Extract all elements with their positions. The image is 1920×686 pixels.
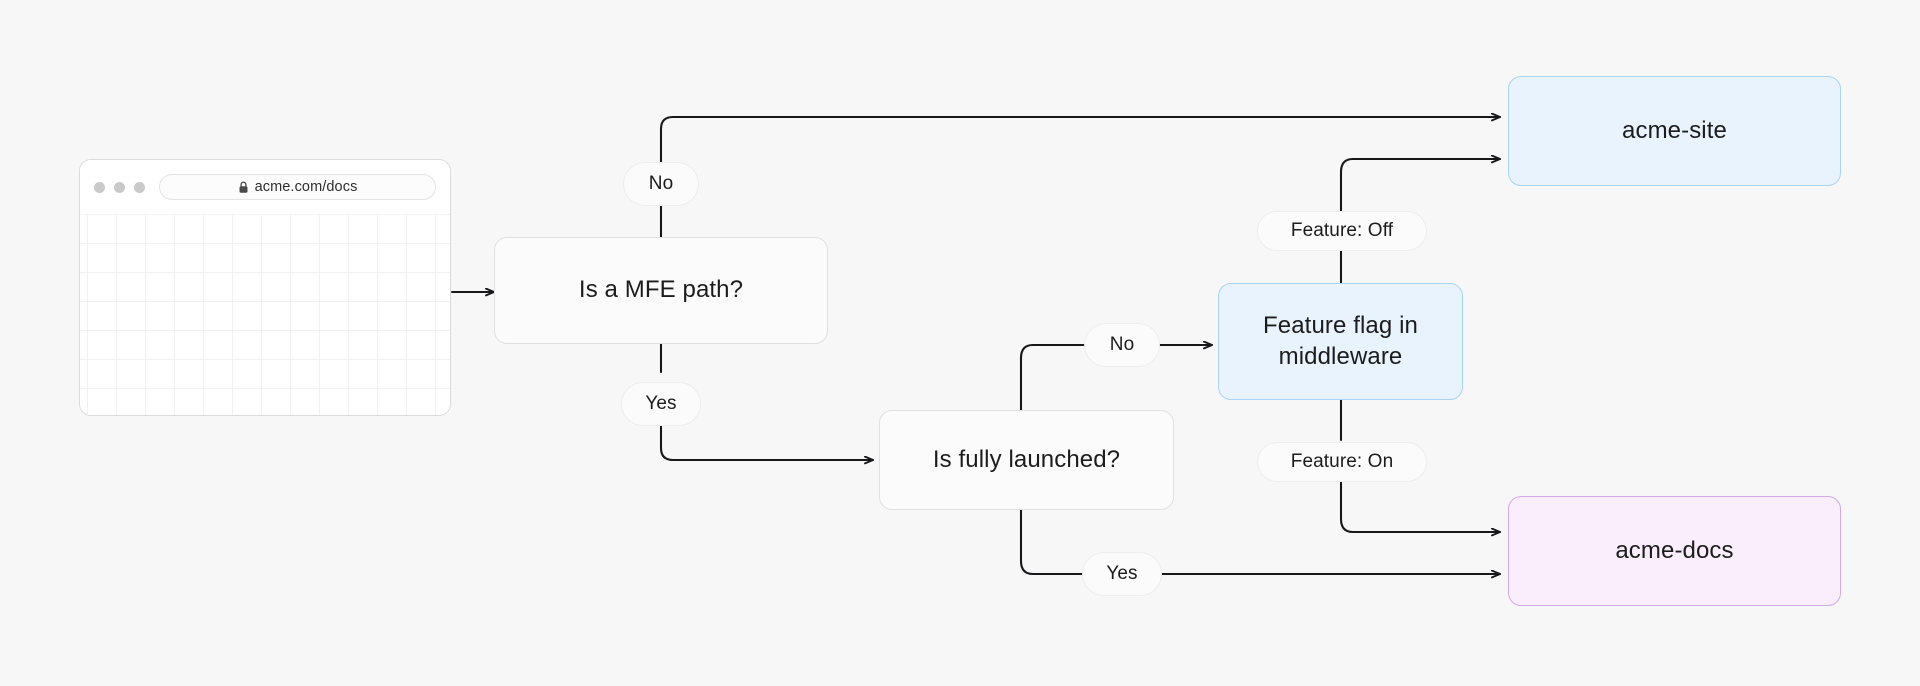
- maximize-dot[interactable]: [134, 181, 145, 193]
- node-is-a-mfe-path[interactable]: Is a MFE path?: [494, 237, 828, 344]
- pill-text: No: [1109, 334, 1135, 355]
- traffic-lights: [94, 181, 145, 193]
- browser-viewport: [80, 214, 450, 415]
- edge-label-launched-no: No: [1084, 323, 1160, 367]
- close-dot[interactable]: [94, 181, 105, 193]
- pill-text: Yes: [645, 393, 677, 414]
- pill-text: Yes: [1106, 563, 1138, 584]
- node-label: acme-site: [1622, 116, 1727, 144]
- pill-text: Feature: On: [1290, 451, 1394, 472]
- node-is-fully-launched[interactable]: Is fully launched?: [879, 410, 1174, 510]
- address-bar[interactable]: acme.com/docs: [159, 174, 436, 200]
- node-label: Is a MFE path?: [578, 276, 744, 304]
- url-text: acme.com/docs: [254, 179, 358, 195]
- node-acme-docs[interactable]: acme-docs: [1508, 496, 1841, 606]
- node-label: acme-docs: [1615, 536, 1734, 564]
- edge-label-launched-yes: Yes: [1082, 552, 1162, 596]
- edge-label-feature-on: Feature: On: [1257, 442, 1427, 482]
- browser-window[interactable]: acme.com/docs: [79, 159, 451, 416]
- node-feature-flag-in-middleware[interactable]: Feature flag in middleware: [1218, 283, 1463, 400]
- node-acme-site[interactable]: acme-site: [1508, 76, 1841, 186]
- edge-label-mfe-no: No: [623, 162, 699, 206]
- edge-flag-on-main: [1339, 476, 1502, 532]
- minimize-dot[interactable]: [114, 181, 125, 193]
- lock-icon: [239, 181, 248, 193]
- edge-label-feature-off: Feature: Off: [1257, 211, 1427, 251]
- browser-toolbar: acme.com/docs: [80, 160, 450, 214]
- edge-label-mfe-yes: Yes: [621, 382, 701, 426]
- edge-mfe-no-main: [659, 117, 1502, 172]
- edge-flag-off-main: [1339, 159, 1502, 221]
- node-label-line2: middleware: [1278, 342, 1403, 370]
- pill-text: No: [648, 173, 674, 194]
- pill-text: Feature: Off: [1290, 220, 1394, 241]
- node-label: Is fully launched?: [932, 445, 1121, 473]
- node-label-line1: Feature flag in: [1263, 311, 1418, 339]
